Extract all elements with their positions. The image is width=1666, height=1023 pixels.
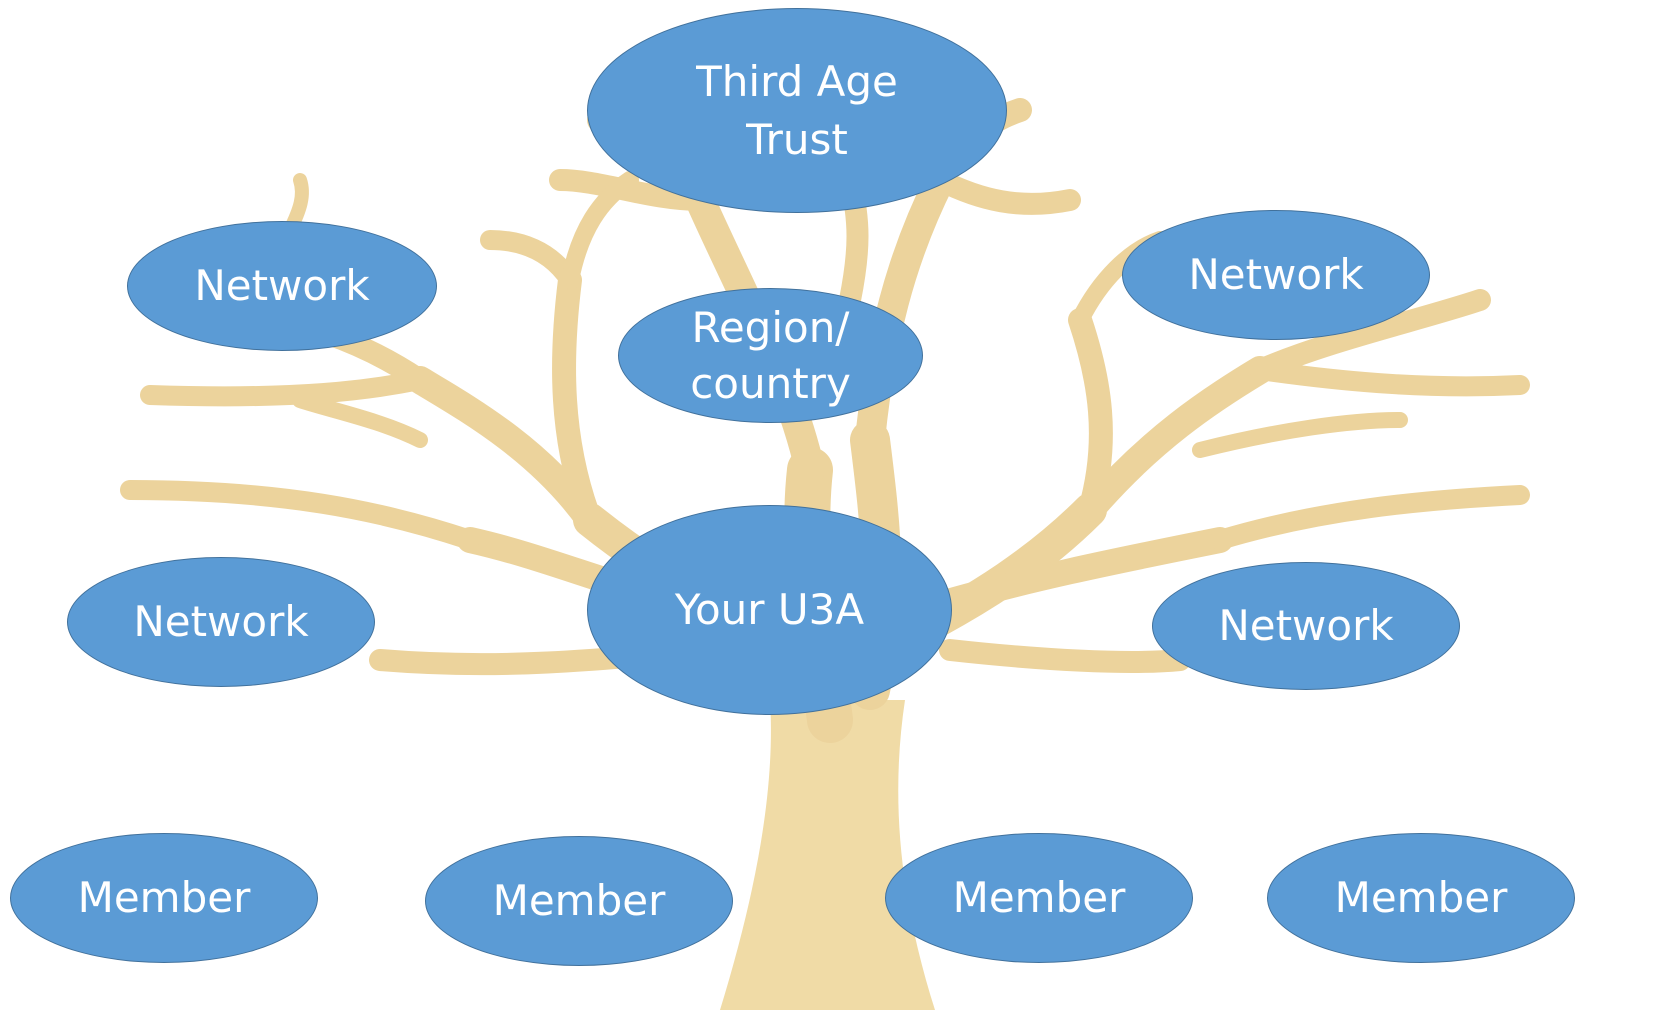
tree-branch (1076, 356, 1274, 524)
tree-branch (140, 370, 430, 407)
tree-branch (1210, 485, 1530, 550)
network-node[interactable]: Network (1152, 562, 1460, 690)
network-label: Network (194, 261, 370, 310)
tree-branch (480, 230, 580, 290)
network-node[interactable]: Network (67, 557, 375, 687)
tree-branch (561, 171, 639, 289)
tree-branch (907, 527, 1233, 623)
member-node[interactable]: Member (1267, 833, 1575, 963)
member-node[interactable]: Member (885, 833, 1193, 963)
tree-branch (292, 392, 428, 448)
network-label: Network (133, 597, 309, 646)
region-country-label: Region/ country (690, 302, 851, 408)
member-label: Member (492, 876, 666, 925)
member-node[interactable]: Member (10, 833, 318, 963)
tree-branch (1250, 360, 1530, 397)
member-label: Member (952, 873, 1126, 922)
your-u3a-node[interactable]: Your U3A (587, 505, 952, 715)
third-age-trust-label: Third Age Trust (696, 56, 898, 164)
network-label: Network (1188, 250, 1364, 299)
network-node[interactable]: Network (1122, 210, 1430, 340)
tree-branch (929, 169, 1081, 215)
member-node[interactable]: Member (425, 836, 733, 966)
member-label: Member (1334, 873, 1508, 922)
tree-branch (939, 639, 1191, 673)
member-label: Member (77, 873, 251, 922)
region-country-node[interactable]: Region/ country (618, 288, 923, 423)
tree-branch (1192, 412, 1408, 458)
tree-trunk (720, 700, 935, 1010)
your-u3a-label: Your U3A (674, 585, 865, 634)
tree-branch (120, 480, 480, 550)
tree-branch (1249, 289, 1491, 381)
tree-branch (1068, 308, 1113, 522)
network-label: Network (1218, 601, 1394, 650)
third-age-trust-node[interactable]: Third Age Trust (587, 8, 1007, 213)
tree-branch (552, 268, 602, 532)
network-node[interactable]: Network (127, 221, 437, 351)
